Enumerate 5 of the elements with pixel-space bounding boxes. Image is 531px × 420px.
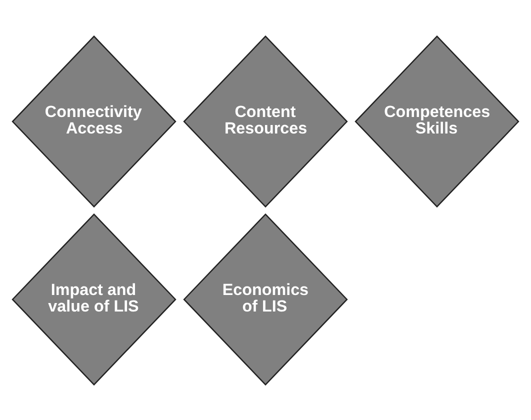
node-diamond: Economics of LIS <box>183 212 348 386</box>
node-diamond: Competences Skills <box>354 34 520 208</box>
node-diamond: Content Resources <box>183 34 348 208</box>
node-diamond: Connectivity Access <box>12 34 176 208</box>
node-diamond: Impact and value of LIS <box>12 212 176 386</box>
